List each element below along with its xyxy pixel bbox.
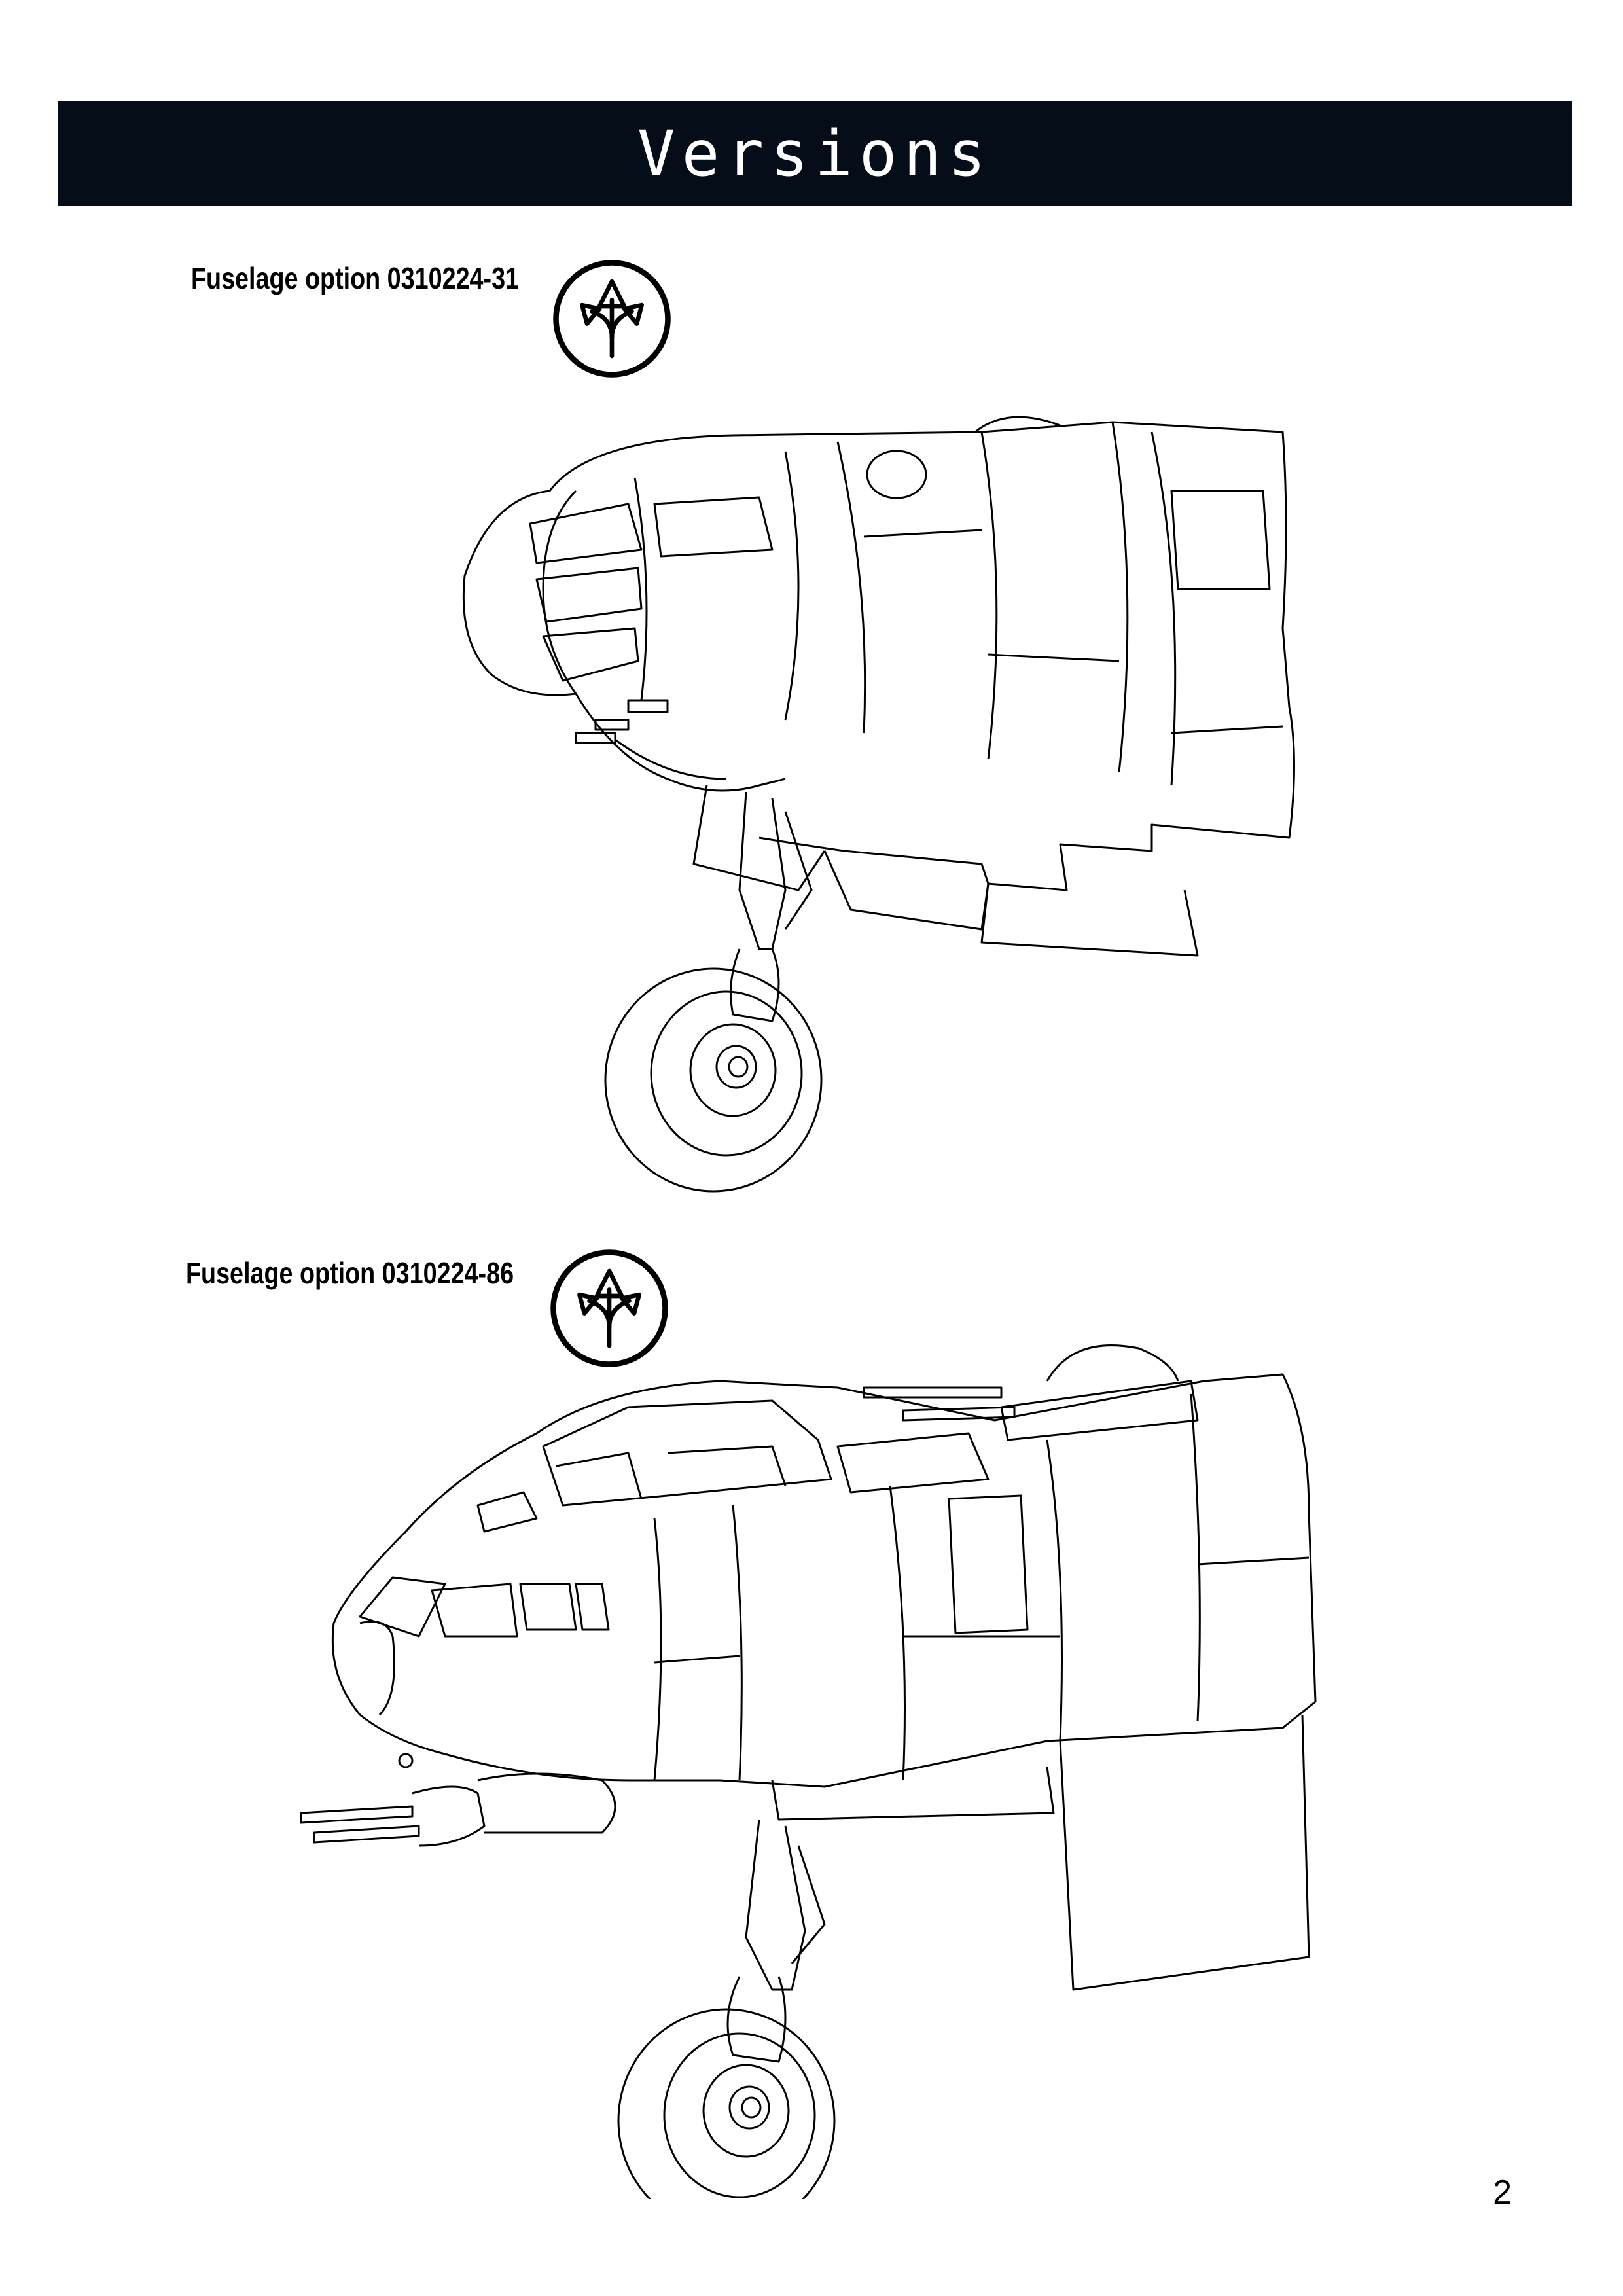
option-label-0310224-86: Fuselage option 0310224-86 <box>186 1256 514 1290</box>
option-label-0310224-31: Fuselage option 0310224-31 <box>191 261 520 295</box>
arrow-split-icon <box>553 260 671 378</box>
page-title: Versions <box>637 117 993 190</box>
page-header: Versions <box>58 101 1572 206</box>
fuselage-drawing-0310224-86 <box>300 1344 1317 2199</box>
arrow-split-icon <box>550 1249 668 1367</box>
fuselage-drawing-0310224-31 <box>462 416 1295 1193</box>
page-number: 2 <box>1493 2174 1512 2212</box>
